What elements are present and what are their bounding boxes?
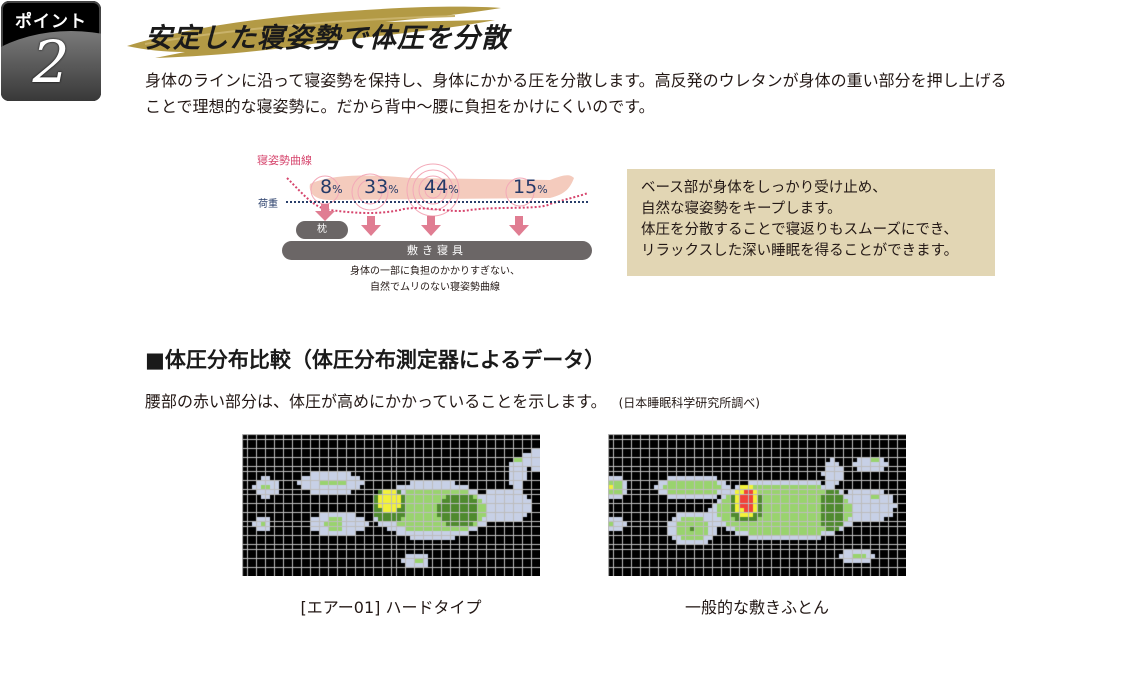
intro-line: 身体のラインに沿って寝姿勢を保持し、身体にかかる圧を分散します。高反発のウレタン… xyxy=(145,71,1007,90)
intro-text: 身体のラインに沿って寝姿勢を保持し、身体にかかる圧を分散します。高反発のウレタン… xyxy=(145,68,1125,120)
note-line: ベース部が身体をしっかり受け止め、 xyxy=(641,180,887,196)
load-label: 荷重 xyxy=(258,199,278,210)
data-source: (日本睡眠科学研究所調べ) xyxy=(618,396,760,410)
pressure-percent-head: 8% xyxy=(320,176,343,198)
page-title: 安定した寝姿勢で体圧を分散 xyxy=(145,23,509,54)
sleep-posture-diagram: 寝姿勢曲線 荷重 8% 33% 44% 15% 枕 敷き寝具 身体の一部に負担の… xyxy=(250,148,600,298)
note-line: 自然な寝姿勢をキープします。 xyxy=(641,201,842,217)
badge-sheen xyxy=(1,31,101,101)
point-badge: ポイント 2 xyxy=(1,1,101,101)
pressure-percent-hip: 44% xyxy=(424,176,459,198)
brush-stroke-decoration xyxy=(127,6,501,59)
bedding-label: 敷き寝具 xyxy=(282,241,592,260)
pressure-map-futon xyxy=(608,434,906,576)
comparison-description: 腰部の赤い部分は、体圧が高めにかかっていることを示します。(日本睡眠科学研究所調… xyxy=(145,392,760,411)
curve-label: 寝姿勢曲線 xyxy=(257,154,312,167)
note-line: リラックスした深い睡眠を得ることができます。 xyxy=(641,243,959,259)
body-pressure-illustration xyxy=(286,163,590,236)
pressure-map-air01-label: [エアー01] ハードタイプ xyxy=(300,598,482,617)
badge-number: 2 xyxy=(32,28,70,96)
badge-label: ポイント xyxy=(15,12,87,32)
pressure-map-air01 xyxy=(242,434,540,576)
feature-note-box: ベース部が身体をしっかり受け止め、 自然な寝姿勢をキープします。 体圧を分散する… xyxy=(627,169,995,276)
intro-line: ことで理想的な寝姿勢に。だから背中〜腰に負担をかけにくいのです。 xyxy=(145,97,655,116)
note-line: 体圧を分散することで寝返りもスムーズにでき、 xyxy=(641,222,958,238)
pillow-label: 枕 xyxy=(296,221,348,239)
pressure-percent-legs: 15% xyxy=(513,176,548,198)
diagram-caption: 身体の一部に負担のかかりすぎない、 自然でムリのない寝姿勢曲線 xyxy=(350,266,520,293)
comparison-title: ■体圧分布比較（体圧分布測定器によるデータ） xyxy=(145,348,606,372)
pressure-percent-back: 33% xyxy=(364,176,399,198)
pressure-map-futon-label: 一般的な敷きふとん xyxy=(684,598,829,617)
